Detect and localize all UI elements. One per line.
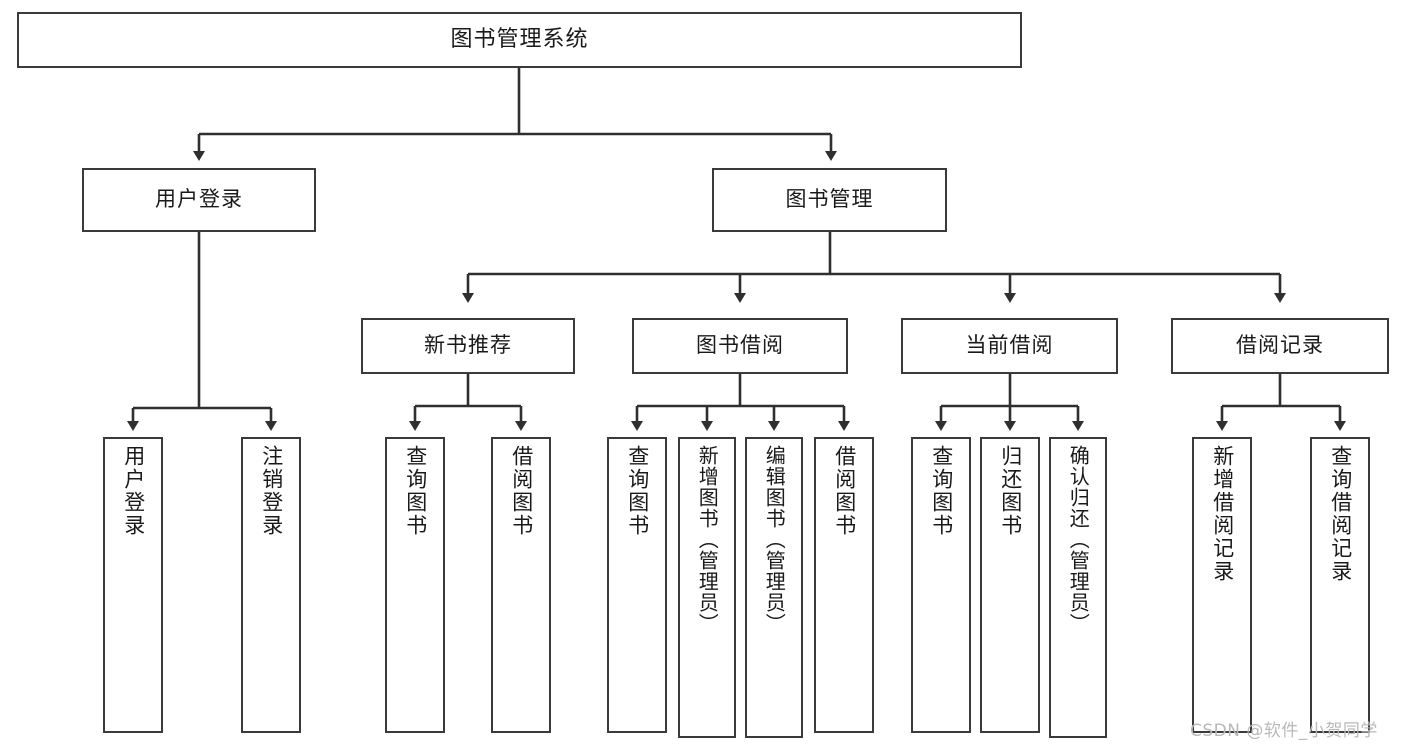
node-label: 借阅图书 xyxy=(832,445,857,537)
node-book-management[interactable]: 图书管理 xyxy=(712,168,947,232)
node-label: 借阅记录 xyxy=(1236,333,1324,358)
node-label: 编辑图书（管理员） xyxy=(762,445,787,634)
node-new-book-recommend[interactable]: 新书推荐 xyxy=(361,318,575,374)
node-label: 新增图书（管理员） xyxy=(695,445,720,634)
leaf-current-borrow-query[interactable]: 查询图书 xyxy=(911,437,971,733)
node-label: 图书借阅 xyxy=(696,333,784,358)
node-label: 注销登录 xyxy=(259,445,284,537)
leaf-user-login-logout[interactable]: 注销登录 xyxy=(241,437,301,733)
node-label: 图书管理 xyxy=(785,187,874,212)
node-root-system[interactable]: 图书管理系统 xyxy=(17,12,1022,68)
leaf-current-borrow-return[interactable]: 归还图书 xyxy=(980,437,1040,733)
node-label: 图书管理系统 xyxy=(450,26,589,52)
node-label: 查询借阅记录 xyxy=(1328,445,1353,583)
node-label: 查询图书 xyxy=(929,445,954,537)
node-current-borrow[interactable]: 当前借阅 xyxy=(901,318,1118,374)
leaf-book-borrow-borrow[interactable]: 借阅图书 xyxy=(814,437,874,733)
leaf-book-borrow-add[interactable]: 新增图书（管理员） xyxy=(678,437,736,738)
node-label: 新书推荐 xyxy=(424,333,512,358)
node-borrow-record[interactable]: 借阅记录 xyxy=(1171,318,1389,374)
node-book-borrow[interactable]: 图书借阅 xyxy=(632,318,848,374)
leaf-borrow-record-query[interactable]: 查询借阅记录 xyxy=(1310,437,1370,733)
node-label: 查询图书 xyxy=(625,445,650,537)
node-label: 确认归还（管理员） xyxy=(1066,445,1091,634)
node-label: 新增借阅记录 xyxy=(1210,445,1235,583)
leaf-new-book-query[interactable]: 查询图书 xyxy=(385,437,445,733)
node-label: 当前借阅 xyxy=(965,333,1054,358)
leaf-book-borrow-query[interactable]: 查询图书 xyxy=(607,437,667,733)
node-label: 用户登录 xyxy=(121,445,146,537)
node-label: 查询图书 xyxy=(403,445,428,537)
csdn-watermark: CSDN @软件_小贺同学 xyxy=(1190,721,1378,741)
node-user-login[interactable]: 用户登录 xyxy=(82,168,316,232)
node-label: 归还图书 xyxy=(998,445,1023,537)
node-label: 借阅图书 xyxy=(509,445,534,537)
leaf-book-borrow-edit[interactable]: 编辑图书（管理员） xyxy=(745,437,803,738)
leaf-borrow-record-add[interactable]: 新增借阅记录 xyxy=(1192,437,1252,733)
leaf-new-book-borrow[interactable]: 借阅图书 xyxy=(491,437,551,733)
leaf-user-login-login[interactable]: 用户登录 xyxy=(103,437,163,733)
node-label: 用户登录 xyxy=(155,187,243,212)
leaf-current-borrow-confirm[interactable]: 确认归还（管理员） xyxy=(1049,437,1107,738)
